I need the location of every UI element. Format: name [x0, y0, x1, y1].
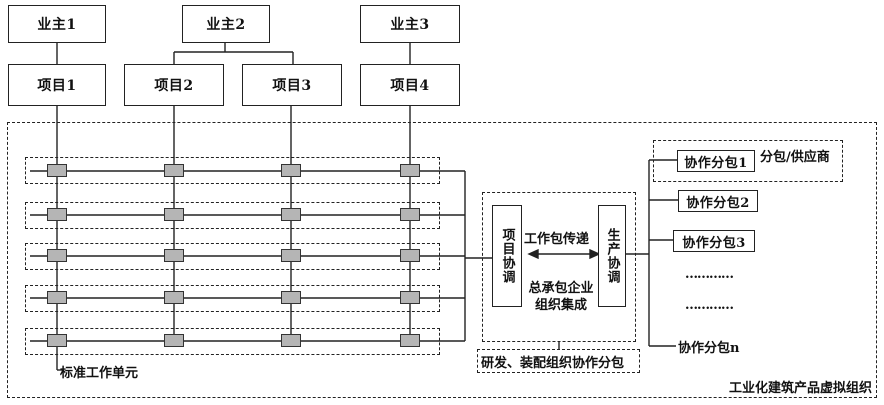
project-box-1: 项目1 [8, 64, 106, 106]
work-unit-cell [400, 164, 420, 177]
work-unit-row-1 [25, 157, 440, 184]
transfer-arrow-left-head [527, 248, 539, 260]
work-unit-cell [47, 291, 67, 304]
work-unit-cell [281, 208, 301, 221]
subcontract-box-3: 协作分包3 [673, 230, 755, 252]
work-unit-cell [281, 164, 301, 177]
work-unit-cell [400, 208, 420, 221]
rnd-frame [477, 349, 640, 373]
supplier-label: 分包/供应商 [760, 150, 830, 165]
work-unit-cell [281, 291, 301, 304]
work-unit-cell [164, 208, 184, 221]
work-unit-cell [47, 208, 67, 221]
work-unit-row-5 [25, 328, 440, 355]
project-box-3: 项目3 [242, 64, 342, 106]
work-unit-row-3 [25, 243, 440, 270]
owner-box-2: 业主2 [182, 5, 270, 43]
project-box-4: 项目4 [360, 64, 460, 106]
work-unit-cell [164, 291, 184, 304]
work-unit-cell [164, 164, 184, 177]
work-unit-cell [164, 334, 184, 347]
work-unit-row-4 [25, 285, 440, 312]
work-unit-cell [47, 334, 67, 347]
work-unit-cell [47, 249, 67, 262]
integrator-frame [482, 192, 636, 342]
subcontract-ellipsis-1: ………… [685, 267, 734, 282]
subcontract-box-1: 协作分包1 [677, 150, 755, 172]
work-unit-cell [281, 334, 301, 347]
integrator-label: 总承包企业组织集成 [528, 281, 594, 313]
owner-box-3: 业主3 [360, 5, 460, 43]
supplier-frame [653, 140, 843, 182]
work-package-transfer-label: 工作包传递 [524, 232, 590, 247]
virtual-organization-frame [7, 122, 877, 398]
standard-work-unit-label: 标准工作单元 [60, 366, 139, 381]
project-box-2: 项目2 [124, 64, 224, 106]
work-unit-cell [400, 334, 420, 347]
work-unit-cell [400, 291, 420, 304]
work-unit-cell [164, 249, 184, 262]
project-coordination-box: 项目协调 [492, 205, 522, 307]
work-unit-cell [281, 249, 301, 262]
production-coordination-box: 生产协调 [598, 205, 626, 307]
owner-box-1: 业主1 [8, 5, 106, 43]
subcontract-box-2: 协作分包2 [678, 190, 758, 212]
work-unit-row-2 [25, 202, 440, 229]
work-unit-cell [47, 164, 67, 177]
transfer-arrow-right-head [589, 248, 601, 260]
subcontract-n-label: 协作分包n [678, 341, 740, 356]
virtual-organization-label: 工业化建筑产品虚拟组织 [728, 381, 872, 396]
work-unit-cell [400, 249, 420, 262]
subcontract-ellipsis-2: ………… [685, 298, 734, 313]
rnd-label: 研发、装配组织协作分包 [481, 356, 625, 371]
